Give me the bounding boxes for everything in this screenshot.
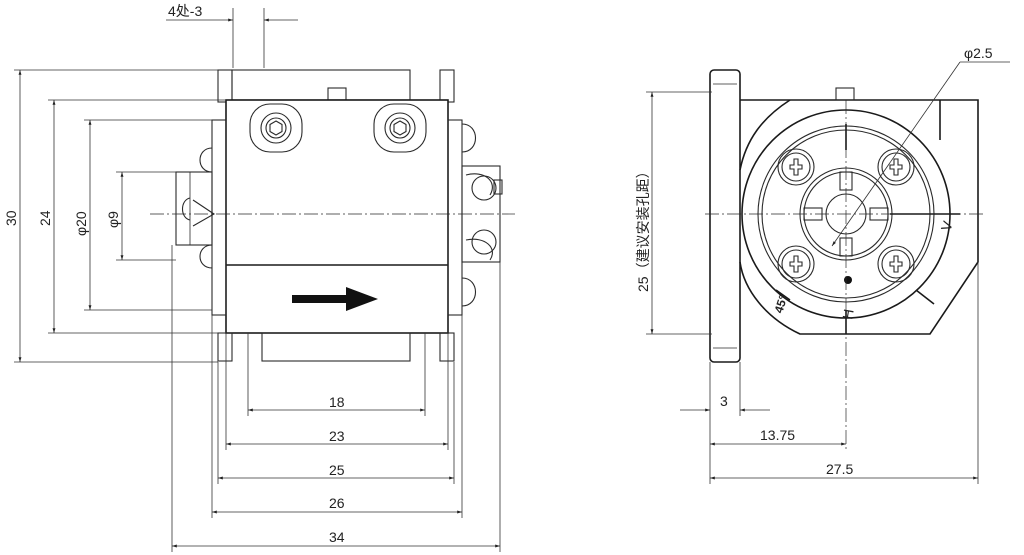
dim-30-label: 30 [3, 210, 19, 226]
dim-13-75: 13.75 [709, 416, 846, 450]
right-connector [461, 123, 503, 307]
v-label: V [938, 218, 956, 232]
dim-23-label: 23 [329, 428, 345, 444]
screw-count-callout: 4处-3 [166, 3, 298, 68]
dim-phi9: φ9 [105, 171, 176, 261]
left-lower-tab [217, 332, 233, 362]
right-lower-tab [439, 332, 455, 362]
dim-13-75-label: 13.75 [760, 427, 795, 443]
phillips-screw-bl [777, 245, 815, 283]
dim-3-label: 3 [720, 393, 728, 409]
dim-25-mount: 25（建议安装孔距） [635, 91, 712, 335]
top-left-tab [217, 69, 233, 103]
right-side-plate [447, 119, 463, 316]
dim-25-label: 25 [329, 462, 345, 478]
dim-phi2-5: φ2.5 [831, 45, 1010, 247]
dim-phi20-label: φ20 [73, 211, 89, 236]
index-dot [844, 276, 852, 284]
right-view: V H 45° φ2.5 25（建议安装孔距） 3 [635, 45, 1010, 484]
dim-27-5: 27.5 [709, 262, 979, 484]
phillips-screw-tl [777, 148, 815, 186]
left-connector [175, 147, 216, 269]
angle-label: 45° [772, 293, 791, 315]
top-nub [327, 87, 347, 101]
screw-right [373, 103, 427, 153]
dim-3: 3 [680, 362, 770, 416]
dim-26: 26 [211, 315, 463, 518]
dim-27-5-label: 27.5 [826, 461, 853, 477]
dim-phi2-5-label: φ2.5 [964, 45, 993, 61]
top-nub-right [835, 87, 855, 101]
h-label: H [839, 308, 857, 321]
top-plate [231, 69, 411, 101]
housing-outline [739, 99, 979, 335]
dim-34: 34 [171, 245, 501, 552]
dim-30: 30 [3, 69, 218, 363]
dim-24: 24 [37, 99, 226, 334]
dim-25: 25 [217, 362, 455, 484]
bottom-plate [261, 332, 411, 362]
top-right-tab [439, 69, 455, 103]
dim-26-label: 26 [329, 495, 345, 511]
left-view: 4处-3 30 24 φ20 φ9 [3, 3, 515, 552]
dim-25-mount-label: 25（建议安装孔距） [635, 164, 651, 292]
phillips-screw-tr [877, 148, 915, 186]
dim-23: 23 [225, 333, 449, 450]
screw-count-label: 4处-3 [168, 3, 202, 19]
flange-plate [709, 69, 741, 363]
dim-24-label: 24 [37, 210, 53, 226]
dim-34-label: 34 [329, 529, 345, 545]
dim-phi9-label: φ9 [105, 211, 121, 228]
screw-left [249, 103, 303, 153]
flow-arrow-icon [292, 287, 378, 311]
left-side-plate [211, 119, 227, 316]
phillips-screw-br [877, 245, 915, 283]
dim-phi20: φ20 [73, 119, 212, 311]
dim-18: 18 [247, 333, 426, 416]
dim-18-label: 18 [329, 394, 345, 410]
